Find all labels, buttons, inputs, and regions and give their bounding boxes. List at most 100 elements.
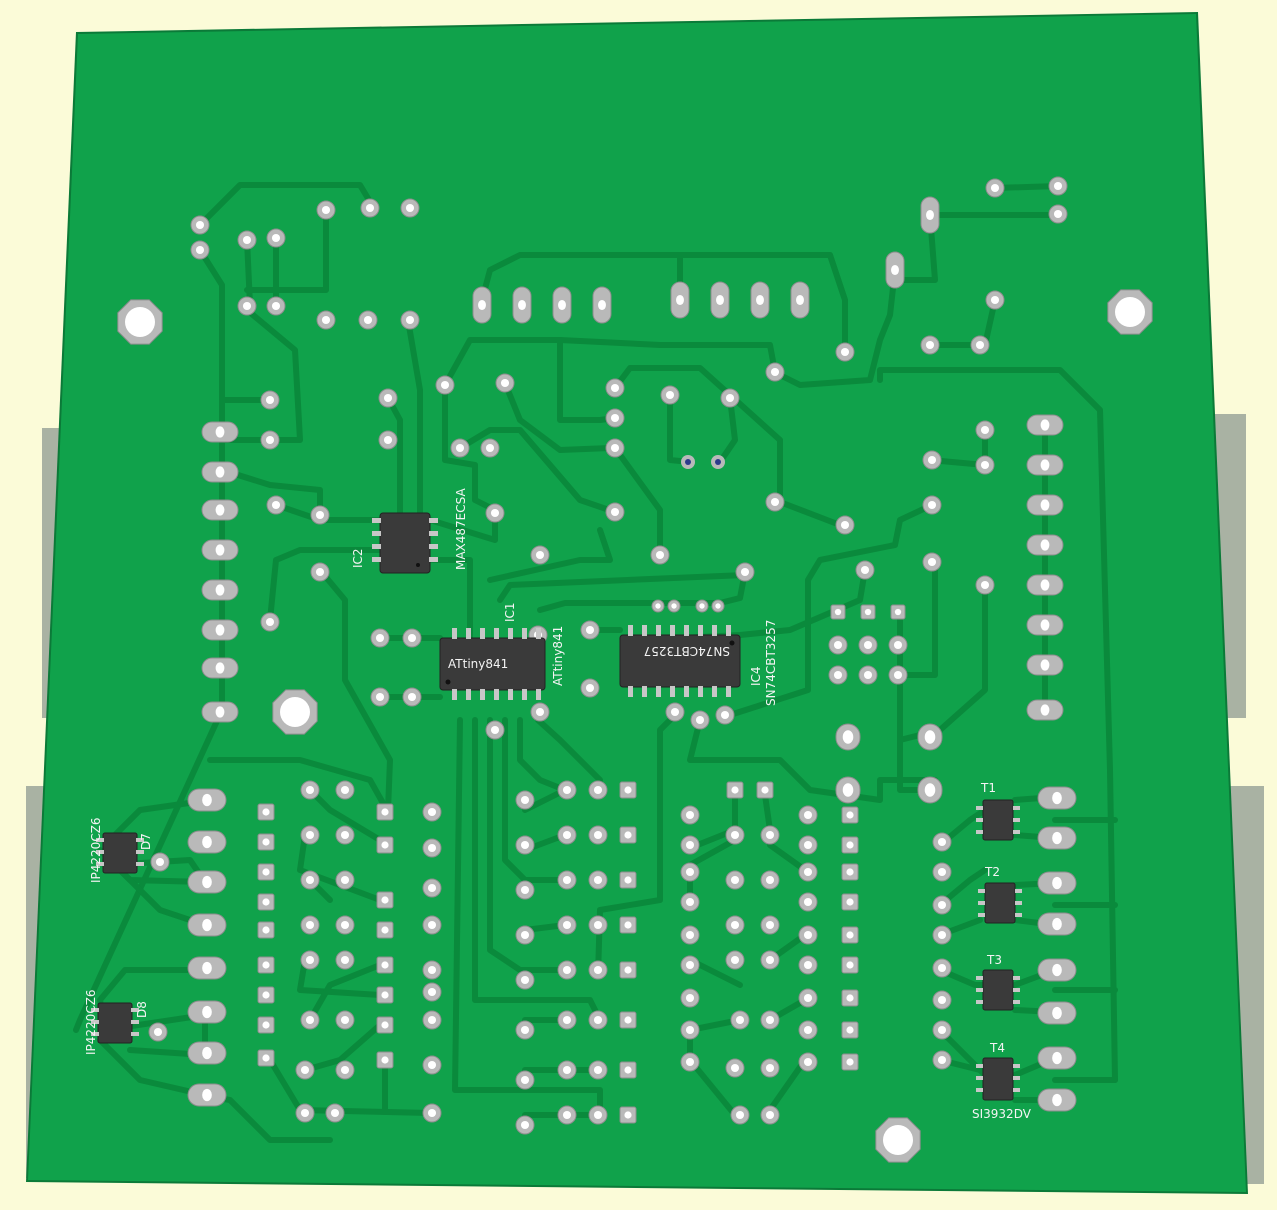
chip-pin [698,686,703,697]
via-pad [760,870,780,890]
oval-pad [512,286,532,324]
ic2-part-label: MAX487ECSA [454,488,468,570]
chip-pin [494,689,499,700]
copper-traces [73,182,1118,1143]
chip-pin [466,689,471,700]
chip-pin [480,628,485,639]
square-pad [726,781,744,799]
square-pad [257,1016,275,1034]
square-pad [376,803,394,821]
chip-pin [628,625,633,636]
chip-pin [131,1020,139,1024]
square-pad [860,604,876,620]
via-pad [690,710,710,730]
header-pad [201,461,239,483]
chip-pin [1013,806,1020,810]
via-pad [715,705,735,725]
chip-pin [1013,1076,1020,1080]
chip-pin [372,544,381,549]
via-pad [557,1105,577,1125]
via-pad [515,880,535,900]
via-pad [680,1020,700,1040]
chip-pin [372,557,381,562]
via-pad [300,870,320,890]
via-pad [985,290,1005,310]
via-pad [922,495,942,515]
ic2-ref-label: IC2 [351,548,365,568]
chip-pins [91,518,1022,1092]
via-pad [765,492,785,512]
square-pad [619,871,637,889]
terminal-pad [187,956,227,980]
via-pad [651,599,665,613]
via-pad [358,310,378,330]
via-pad [680,862,700,882]
chip-pin [522,628,527,639]
ic4-ref-label: IC4 [749,666,763,686]
chip-pin [136,850,144,854]
via-pad [798,1020,818,1040]
terminal-pad [187,913,227,937]
via-pad [932,925,952,945]
via-pad [530,702,550,722]
d7-part-label: IP4220CZ6 [89,817,103,883]
chip-pin [684,686,689,697]
via-pad [480,438,500,458]
ic2-chip [379,512,431,574]
via-pad [485,503,505,523]
mounting-hole [272,689,318,735]
square-pad [376,891,394,909]
square-pad [619,826,637,844]
via-pad [422,982,442,1002]
square-pad [376,921,394,939]
via [681,455,695,469]
header-pad [201,619,239,641]
via-pad [711,599,725,613]
terminal-pad [187,1000,227,1024]
via-pad [300,915,320,935]
via-pad [515,1020,535,1040]
chip-pin [1013,976,1020,980]
chip-pin [91,1008,99,1012]
via-pad [150,852,170,872]
via-pad [557,870,577,890]
via-pad [922,450,942,470]
chip-pin [976,988,983,992]
header-pad [1026,654,1064,676]
square-pad [257,863,275,881]
square-pad [376,1051,394,1069]
via-pad [402,687,422,707]
terminal-pad [187,830,227,854]
oval-pad [670,281,690,319]
t3-chip [982,969,1014,1011]
chip-pin [698,625,703,636]
square-pad [257,1049,275,1067]
header-pad [1026,534,1064,556]
via-pad [310,562,330,582]
via-pad [422,802,442,822]
via-pad [798,835,818,855]
d8-part-label: IP4220CZ6 [84,989,98,1055]
chip-pin [96,850,104,854]
chip-pin [131,1032,139,1036]
via-pad [828,635,848,655]
via-pad [680,925,700,945]
via-pad [422,1010,442,1030]
oval-pad [472,286,492,324]
via-pad [932,832,952,852]
via-pad [932,958,952,978]
via-pad [260,390,280,410]
via-pad [402,628,422,648]
chip-pin [372,531,381,536]
via-pad [922,552,942,572]
via-pad [695,599,709,613]
terminal-pad [187,1083,227,1107]
chip-pin [429,544,438,549]
via-pad [588,825,608,845]
t2-chip [984,882,1016,924]
header-pad [1026,574,1064,596]
via-pad [932,862,952,882]
square-pad [257,803,275,821]
via-pad [335,950,355,970]
